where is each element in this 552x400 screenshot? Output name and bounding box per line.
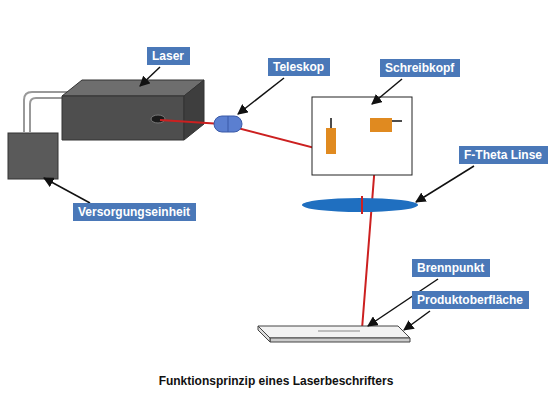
mirror-axis [330, 118, 332, 128]
laser-beam [361, 196, 363, 214]
supply-unit [8, 133, 58, 179]
f-theta-lens [302, 198, 418, 212]
telescope-joint [228, 116, 229, 132]
label-text: F-Theta Linse [464, 148, 543, 162]
label-box: F-Theta Linse [459, 146, 548, 164]
label-text: Produktoberfläche [417, 293, 524, 307]
leader-arrow [44, 178, 90, 203]
label-box: Laser [147, 47, 190, 65]
label-box: Brennpunkt [412, 259, 490, 277]
mirror [326, 128, 336, 154]
caption: Funktionsprinzip eines Laserbeschrifters [0, 374, 552, 388]
leader-arrow [404, 311, 430, 330]
laser-side [62, 96, 184, 140]
leader-arrow [416, 166, 474, 202]
telescope [214, 116, 242, 132]
label-text: Versorgungseinheit [78, 205, 191, 219]
mirror-axis [392, 120, 402, 122]
label-box: Versorgungseinheit [73, 203, 196, 221]
label-box: Schreibkopf [380, 59, 460, 77]
marking [318, 331, 360, 332]
label-text: Teleskop [273, 60, 325, 74]
leader-arrow [238, 78, 284, 114]
label-text: Brennpunkt [417, 261, 485, 275]
product-surface [258, 326, 410, 338]
laser-end [184, 80, 204, 140]
mirror [370, 118, 392, 132]
label-box: Produktoberfläche [412, 291, 529, 309]
product-edge [270, 338, 410, 342]
product-edge [258, 326, 270, 342]
label-text: Schreibkopf [385, 61, 455, 75]
writing-head [312, 97, 412, 175]
label-box: Teleskop [268, 58, 330, 76]
laser-top [62, 80, 204, 96]
laser-aperture [151, 115, 165, 123]
leader-arrow [140, 67, 160, 86]
label-text: Laser [152, 49, 185, 63]
leader-arrow [372, 79, 402, 104]
